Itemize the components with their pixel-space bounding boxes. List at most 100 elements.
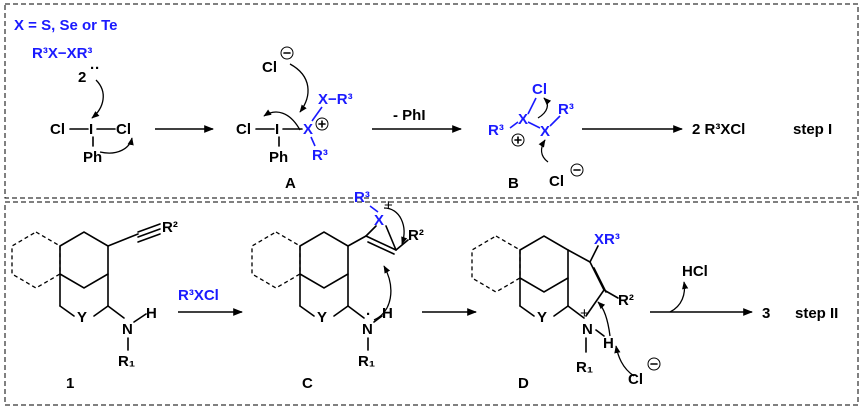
c-aryl-ring xyxy=(299,231,349,289)
curly-arrow-b-cl xyxy=(537,97,552,119)
c1-triple-2 xyxy=(137,228,161,238)
curly-arrow-b-chloride xyxy=(538,139,549,163)
a-top-substituent: X−R³ xyxy=(318,91,353,108)
c-r2: R² xyxy=(408,227,424,244)
hcl-branch-arrow xyxy=(669,281,689,313)
reagent-number: 2 xyxy=(78,69,86,86)
c-ring-y-right xyxy=(333,305,349,317)
c-n: N xyxy=(362,321,373,338)
a-x-x-bond xyxy=(311,106,323,122)
minus-charge-b xyxy=(570,163,584,177)
plus-charge-a xyxy=(315,117,329,131)
dichalcogenide-reagent: R³X−XR³ xyxy=(32,45,92,62)
d-y: Y xyxy=(537,309,547,326)
c-r1: R₁ xyxy=(358,353,375,370)
c-alkene-1 xyxy=(365,235,397,251)
c-ring-y-left xyxy=(299,305,315,317)
c1-triple-3 xyxy=(137,233,161,243)
c-curly-x-c xyxy=(383,207,408,245)
d-c-r2-bond xyxy=(603,289,619,299)
c-x-r3-bond xyxy=(369,205,379,213)
c1-ring-y-right xyxy=(93,305,109,317)
b-x-r3-bond xyxy=(549,115,561,127)
c1-c-n-bond xyxy=(107,305,125,319)
b-chloride: Cl xyxy=(549,173,564,190)
d-aryl-ring xyxy=(519,235,569,293)
plus-charge-b xyxy=(511,133,525,147)
a-bottom-r3: R³ xyxy=(312,147,328,164)
c1-n-h-bond xyxy=(133,313,147,323)
c-h: H xyxy=(382,305,393,322)
iodine-right-cl: Cl xyxy=(116,121,131,138)
d-xr3: XR³ xyxy=(594,231,620,248)
d-pyrrole-3 xyxy=(585,289,605,317)
lone-pair-dots: ·· xyxy=(90,60,100,77)
b-x-left: X xyxy=(518,111,528,128)
c1-aryl-ring xyxy=(59,231,109,289)
minus-charge-a xyxy=(280,46,294,60)
iodine-left-cl: Cl xyxy=(50,121,65,138)
c1-triple-1 xyxy=(137,223,161,233)
c-n-h-bond xyxy=(373,315,383,323)
arrow4-reagent: R³XCl xyxy=(178,287,219,304)
step2-label: step II xyxy=(795,305,838,322)
c-y: Y xyxy=(317,309,327,326)
c-ring-x-left xyxy=(365,225,377,237)
label-c: C xyxy=(302,375,313,392)
step1-product: 2 R³XCl xyxy=(692,121,745,138)
c-c-n-bond xyxy=(347,305,365,319)
c1-r1: R₁ xyxy=(118,353,135,370)
d-r2: R² xyxy=(618,292,634,309)
d-pyrrole-2 xyxy=(589,261,605,291)
intermediate-d: XR³ R² Y + N H R₁ Cl D xyxy=(471,231,661,392)
d-r1: R₁ xyxy=(576,359,593,376)
step1-label: step I xyxy=(793,121,832,138)
a-iodine: I xyxy=(275,121,279,138)
c1-n: N xyxy=(122,321,133,338)
a-phenyl: Ph xyxy=(269,149,288,166)
b-right-r3: R³ xyxy=(558,101,574,118)
a-left-cl: Cl xyxy=(236,121,251,138)
label-b: B xyxy=(508,175,519,192)
c1-h: H xyxy=(146,305,157,322)
minus-charge-d xyxy=(647,357,661,371)
d-pyrrole-4 xyxy=(567,305,585,319)
b-left-r3: R³ xyxy=(488,122,504,139)
d-pyrrole-2b xyxy=(593,267,607,293)
compound-1: R² Y N H R₁ 1 xyxy=(11,219,178,392)
substituent-note: X = S, Se or Te xyxy=(14,17,118,34)
c-benzo-ring-dashed xyxy=(251,231,301,289)
d-h: H xyxy=(603,335,614,352)
curly-arrow-attack xyxy=(91,79,104,119)
c1-y: Y xyxy=(77,309,87,326)
c1-alkyne-start xyxy=(107,233,139,247)
label-a: A xyxy=(285,175,296,192)
c-r2-bond xyxy=(395,239,409,251)
c1-ring-y-left xyxy=(59,305,75,317)
a-chalcogen-x: X xyxy=(303,121,313,138)
c-n-lone-pair: · xyxy=(366,306,371,323)
product-3: 3 xyxy=(762,305,770,322)
b-x-right: X xyxy=(540,123,550,140)
intermediate-c: R² X + R³ Y N · H R₁ C xyxy=(251,189,424,392)
label-d: D xyxy=(518,375,529,392)
a-x-r3-bond xyxy=(310,136,316,147)
b-x-x-bond xyxy=(527,121,541,129)
step1-section: X = S, Se or Te R³X−XR³ 2 ·· Cl I Cl Ph … xyxy=(14,17,832,192)
c-ring-x-right xyxy=(385,225,397,251)
c-curly-n-attack xyxy=(373,265,392,321)
b-r3-x-bond xyxy=(509,121,519,129)
c1-r2: R² xyxy=(162,219,178,236)
label-1: 1 xyxy=(66,375,74,392)
c-alkene-2 xyxy=(367,241,395,255)
d-chloride: Cl xyxy=(628,371,643,388)
d-curly-nh xyxy=(597,301,611,337)
c-x: X xyxy=(374,212,384,229)
d-plus: + xyxy=(580,305,589,322)
step2-frame xyxy=(4,201,859,406)
curly-arrow-i-x xyxy=(263,109,301,131)
chloride-anion-a: Cl xyxy=(262,59,277,76)
c-r3: R³ xyxy=(354,189,370,206)
c1-benzo-ring-dashed xyxy=(11,231,61,289)
step2-section: R² Y N H R₁ 1 R³XCl R² xyxy=(11,189,838,392)
